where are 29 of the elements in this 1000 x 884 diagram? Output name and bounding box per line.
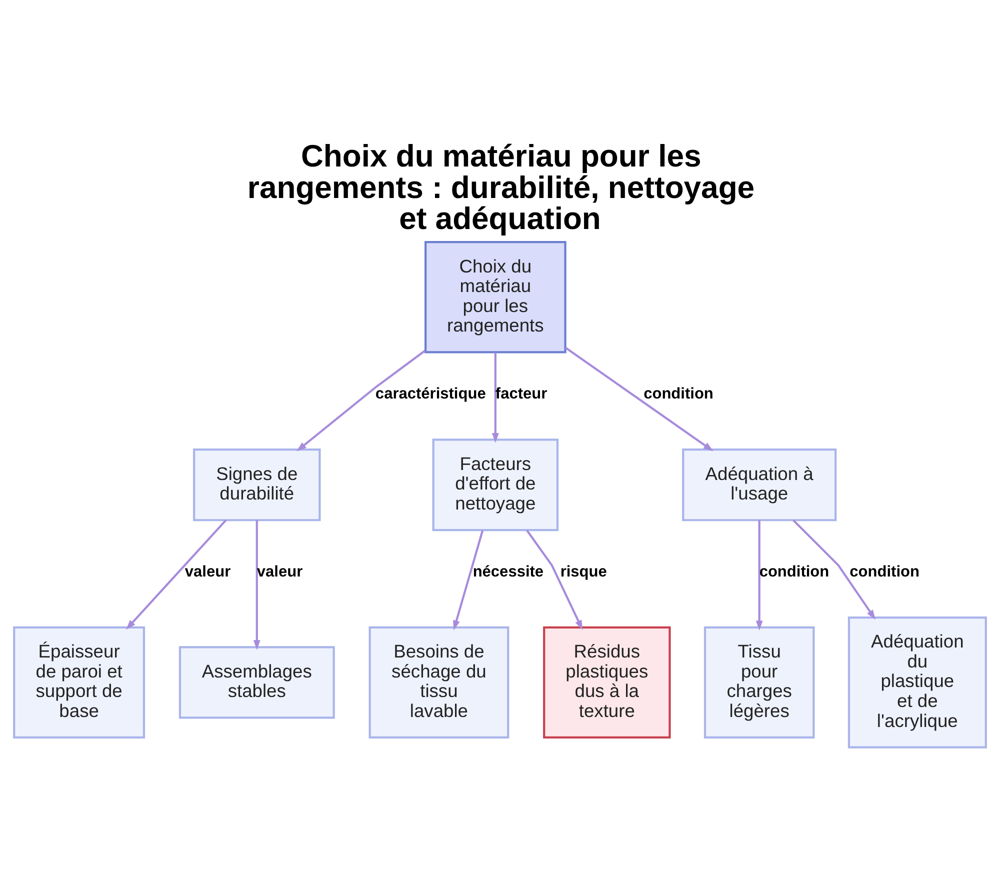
arrow bbox=[253, 520, 260, 650]
node-box: Épaisseur de paroi et support de base bbox=[13, 626, 146, 738]
node-box: Tissu pour charges légères bbox=[704, 626, 815, 738]
diagram-title: Choix du matériau pour les rangements : durabilité, nettoyage et adéquation bbox=[247, 138, 755, 236]
edge-label: facteur bbox=[495, 384, 548, 402]
node-box: Adéquation à l'usage bbox=[682, 448, 837, 521]
node-box: Signes de durabilité bbox=[193, 448, 321, 521]
node-box: Facteurs d'effort de nettoyage bbox=[432, 438, 559, 531]
edge-label: condition bbox=[759, 562, 830, 580]
arrow bbox=[526, 529, 583, 630]
node-box: Choix du matériau pour les rangements bbox=[424, 240, 566, 353]
edge-label: condition bbox=[850, 562, 920, 580]
node-box: Besoins de séchage du tissu lavable bbox=[368, 626, 510, 738]
edge-label: condition bbox=[644, 384, 714, 402]
edge-label: valeur bbox=[184, 562, 231, 580]
node-box: Adéquation du plastique et de l'acrylique bbox=[848, 616, 987, 748]
edge-label: caractéristique bbox=[375, 384, 486, 402]
arrow bbox=[564, 346, 714, 451]
arrow bbox=[296, 349, 426, 451]
arrow bbox=[792, 518, 876, 620]
edge-label: nécessite bbox=[472, 562, 544, 580]
arrow bbox=[453, 530, 484, 630]
node-box: Assemblages stables bbox=[178, 646, 335, 718]
edge-label: valeur bbox=[256, 562, 303, 580]
node-box: Résidus plastiques dus à la texture bbox=[543, 626, 671, 738]
arrow bbox=[126, 518, 227, 630]
arrow bbox=[756, 520, 763, 630]
edge-label: risque bbox=[560, 562, 607, 580]
arrow bbox=[492, 352, 499, 442]
